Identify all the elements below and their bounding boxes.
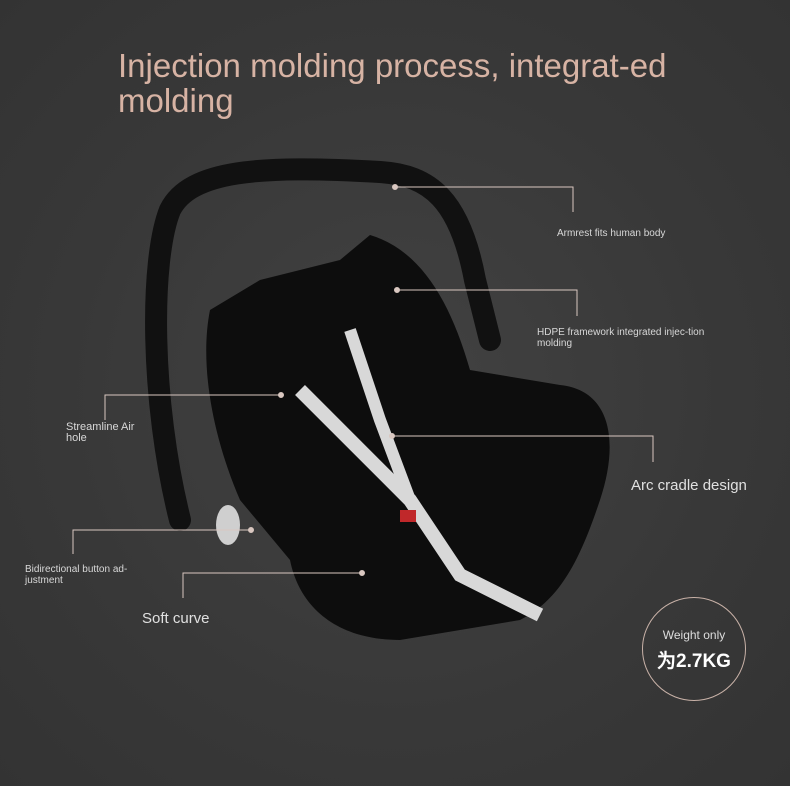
weight-badge: Weight only 为2.7KG	[642, 597, 746, 701]
callout-soft: Soft curve	[142, 610, 210, 627]
weight-value: 为2.7KG	[657, 651, 731, 672]
page-title: Injection molding process, integrat-ed m…	[118, 47, 667, 119]
harness-strap	[295, 385, 544, 622]
callout-air-hole: Streamline Air hole	[66, 421, 135, 444]
weight-label: Weight only	[662, 628, 726, 642]
seat-shell	[206, 235, 610, 640]
callout-hdpe: HDPE framework integrated injec-tion mol…	[537, 327, 705, 349]
harness-strap	[344, 328, 416, 503]
handle	[145, 158, 501, 531]
buckle-button	[400, 510, 416, 522]
callout-arc: Arc cradle design	[631, 477, 747, 494]
callout-button: Bidirectional button ad-justment	[25, 564, 128, 586]
callout-armrest: Armrest fits human body	[557, 228, 666, 239]
adjust-button	[216, 505, 240, 545]
